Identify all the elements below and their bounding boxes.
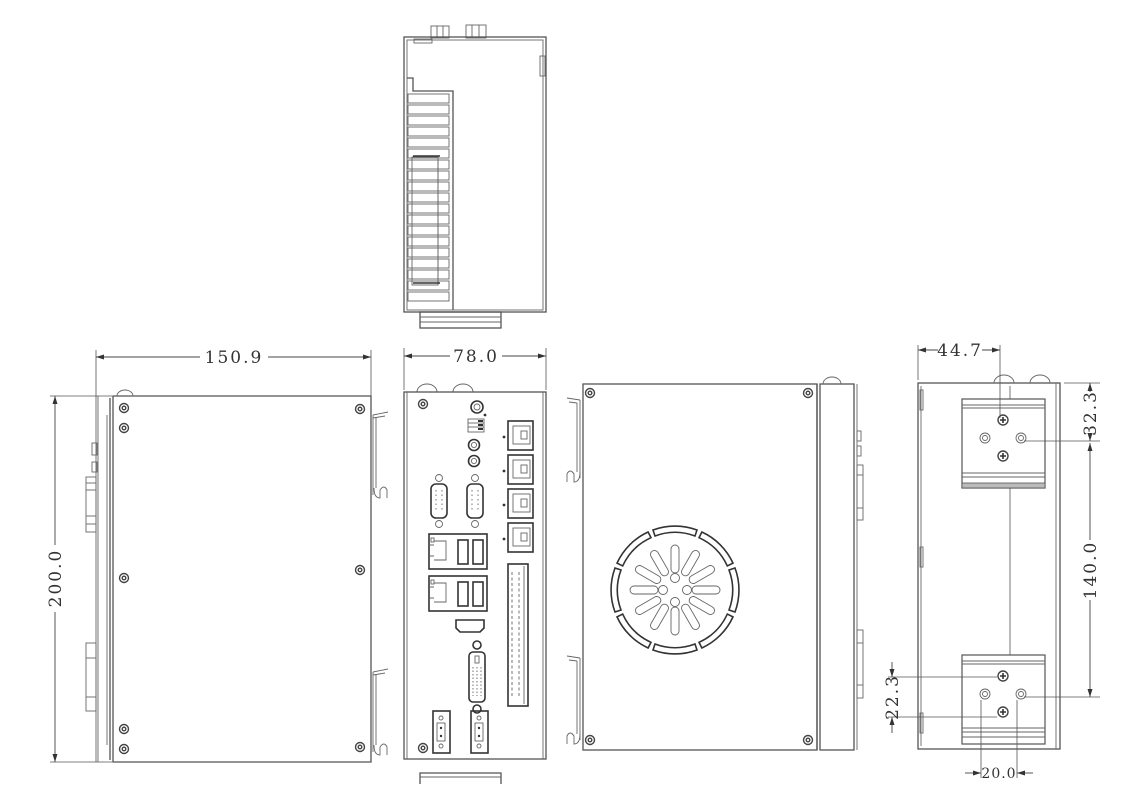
top-view xyxy=(403,24,547,329)
fan-vent-icon xyxy=(610,525,740,655)
screws xyxy=(118,402,366,755)
dim-bracket-hole-vertical: 22.3 xyxy=(883,674,903,720)
hdmi-port-icon xyxy=(455,619,485,633)
usb-lan-combo-icon xyxy=(428,533,488,612)
serial-port-icon xyxy=(430,474,484,528)
front-io-view: 78.0 xyxy=(403,347,547,784)
dim-bracket-spacing: 140.0 xyxy=(1081,541,1101,600)
right-side-view xyxy=(566,376,864,751)
dim-depth: 150.9 xyxy=(205,348,264,368)
ethernet-port-icon xyxy=(502,420,534,553)
terminal-block-icon xyxy=(507,563,529,707)
heatsink-fins xyxy=(407,93,450,302)
rear-din-view: 44.7 32.3 140.0 22.3 20.0 xyxy=(883,341,1101,782)
dim-width: 78.0 xyxy=(453,347,499,367)
dim-height: 200.0 xyxy=(46,549,66,608)
din-bracket-bottom xyxy=(961,654,1046,745)
dvi-port-icon xyxy=(468,640,486,714)
dim-bracket-offset-top: 32.3 xyxy=(1081,390,1101,436)
audio-jack-icon xyxy=(467,438,481,468)
power-button-icon xyxy=(470,400,487,417)
din-bracket-top xyxy=(961,398,1046,489)
power-terminal-icon xyxy=(432,710,489,754)
dim-bracket-hole-horizontal: 20.0 xyxy=(981,766,1016,782)
left-side-view: 150.9 200.0 xyxy=(46,348,389,763)
dip-switch-icon xyxy=(467,418,485,433)
dim-bracket-offset-x: 44.7 xyxy=(937,341,983,361)
